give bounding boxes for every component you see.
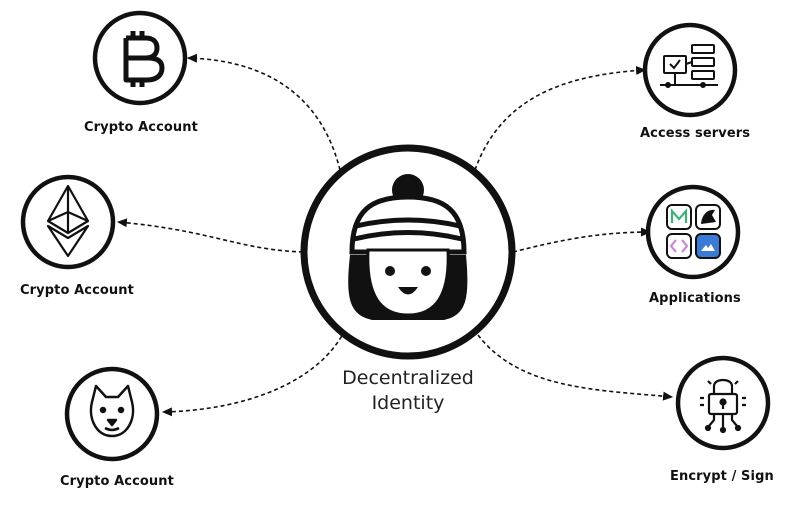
connector-apps	[512, 227, 652, 253]
ethereum-label: Crypto Account	[20, 283, 134, 298]
doge-node	[64, 366, 160, 462]
bitcoin-label: Crypto Account	[84, 120, 198, 135]
face	[366, 248, 450, 317]
center-title-line1: Decentralized	[342, 367, 474, 389]
connector-bitcoin	[186, 53, 341, 171]
connector-encrypt	[477, 334, 674, 401]
right-eye	[421, 266, 431, 276]
smile	[398, 287, 418, 295]
apps-label: Applications	[649, 291, 741, 306]
connector-ethereum	[116, 218, 304, 253]
identity-avatar-node	[300, 144, 516, 360]
padlock-circuit-icon	[700, 378, 746, 434]
connector-servers	[474, 66, 647, 171]
center-title: Decentralized Identity	[318, 366, 498, 416]
apps-node	[645, 184, 741, 280]
server-network-icon	[660, 44, 718, 88]
bitcoin-icon	[123, 31, 165, 87]
ethereum-icon	[46, 184, 90, 258]
ethereum-node	[20, 174, 116, 270]
center-title-line2: Identity	[371, 392, 445, 414]
encrypt-label: Encrypt / Sign	[670, 469, 774, 484]
left-eye	[385, 266, 395, 276]
doge-label: Crypto Account	[60, 474, 174, 489]
bitcoin-node	[92, 10, 188, 106]
servers-label: Access servers	[640, 126, 751, 141]
encrypt-node	[675, 355, 771, 451]
doge-icon	[89, 384, 135, 438]
beanie	[349, 194, 467, 255]
connector-doge	[161, 329, 346, 417]
servers-node	[642, 22, 738, 118]
app-grid-icon	[666, 204, 721, 259]
